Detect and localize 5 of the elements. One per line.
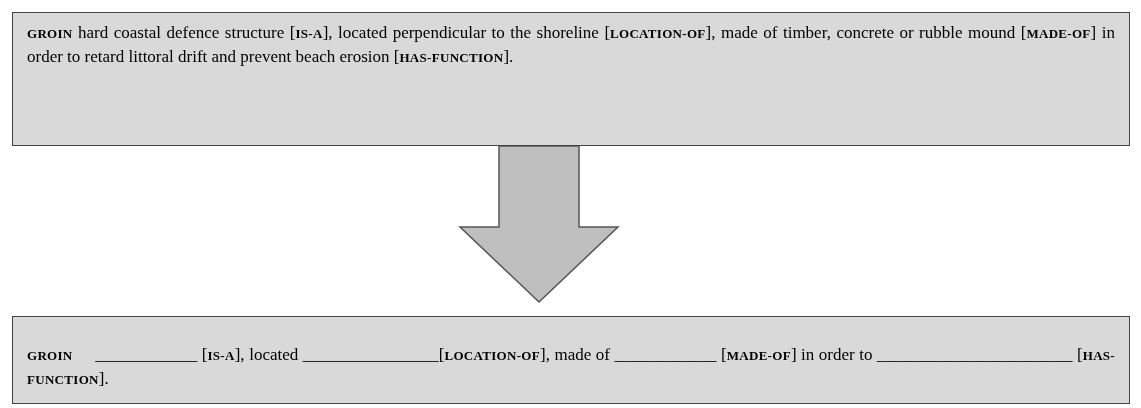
definition-text: GROIN ____________ [IS-A], located ________________[LOCATION-OF], made of ____________ [MADE-OF] in order to _______________________ [HAS-FUNCTION]. (27, 344, 1115, 390)
text-box (12, 12, 1130, 146)
definition-text: GROIN hard coastal defence structure [IS-A], located perpendicular to the shoreline [LOCATION-OF], made of timber, concrete or rubble mound [MADE-OF] in order to retard littoral drift and prevent beach erosion [HAS-FUNCTION]. (27, 22, 1115, 68)
text-box (12, 316, 1130, 404)
block-arrow (458, 145, 620, 304)
